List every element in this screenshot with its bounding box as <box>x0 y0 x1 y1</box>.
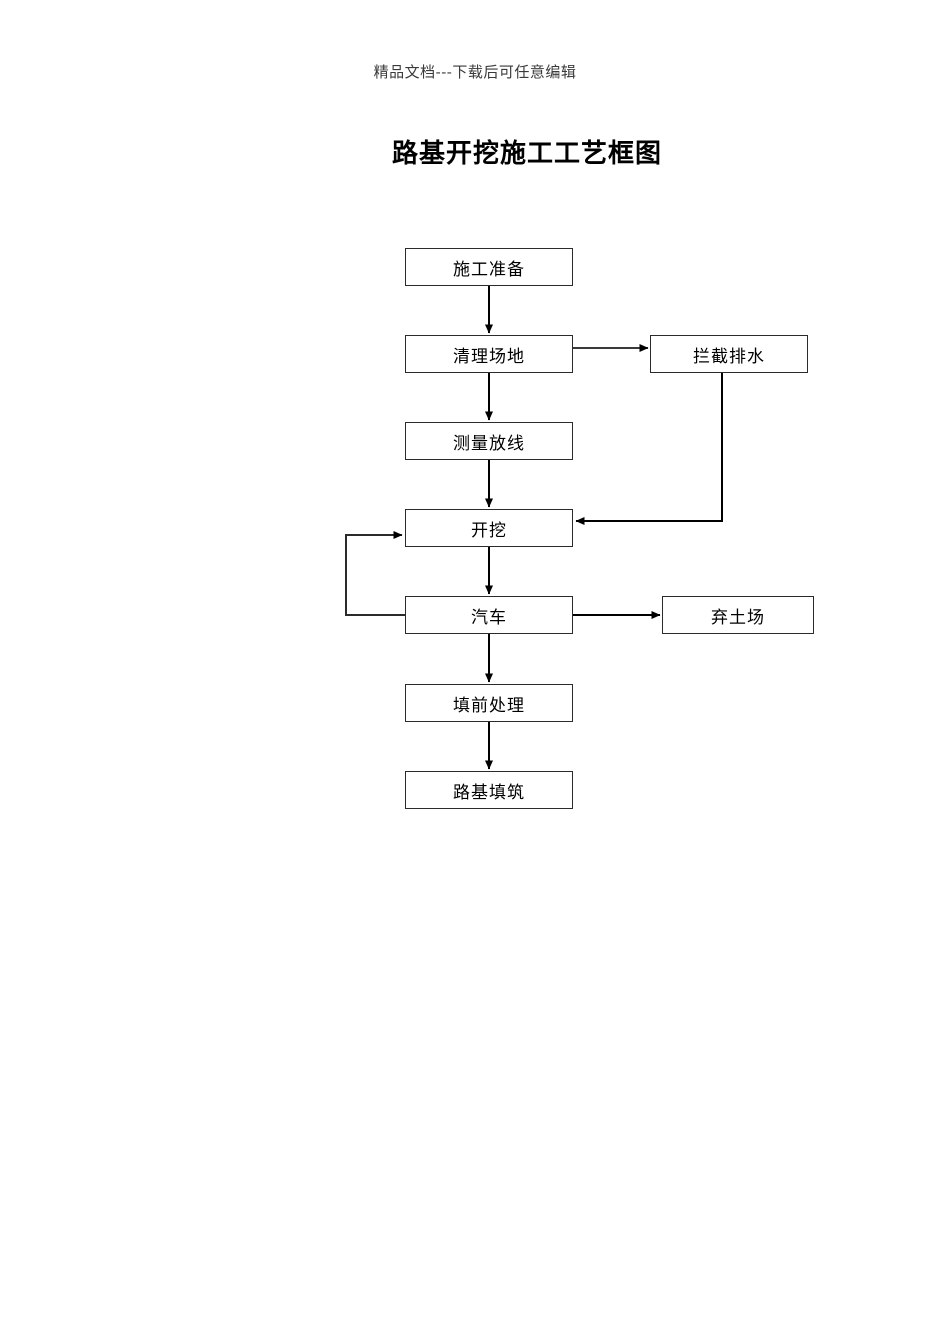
page-title: 路基开挖施工工艺框图 <box>392 138 663 168</box>
flow-node-clear[interactable]: 清理场地 <box>405 335 573 373</box>
flow-node-survey[interactable]: 测量放线 <box>405 422 573 460</box>
flow-node-spoil[interactable]: 弃土场 <box>662 596 814 634</box>
edge-drainage-to-excavate <box>575 373 723 525</box>
flow-node-pretreat[interactable]: 填前处理 <box>405 684 573 722</box>
flow-node-fill[interactable]: 路基填筑 <box>405 771 573 809</box>
flow-node-truck[interactable]: 汽车 <box>405 596 573 634</box>
flow-node-prep[interactable]: 施工准备 <box>405 248 573 286</box>
document-header-note: 精品文档---下载后可任意编辑 <box>373 63 577 81</box>
edge-truck-to-excavate-feedback <box>345 531 405 616</box>
flow-node-drainage[interactable]: 拦截排水 <box>650 335 808 373</box>
flow-node-excavate[interactable]: 开挖 <box>405 509 573 547</box>
